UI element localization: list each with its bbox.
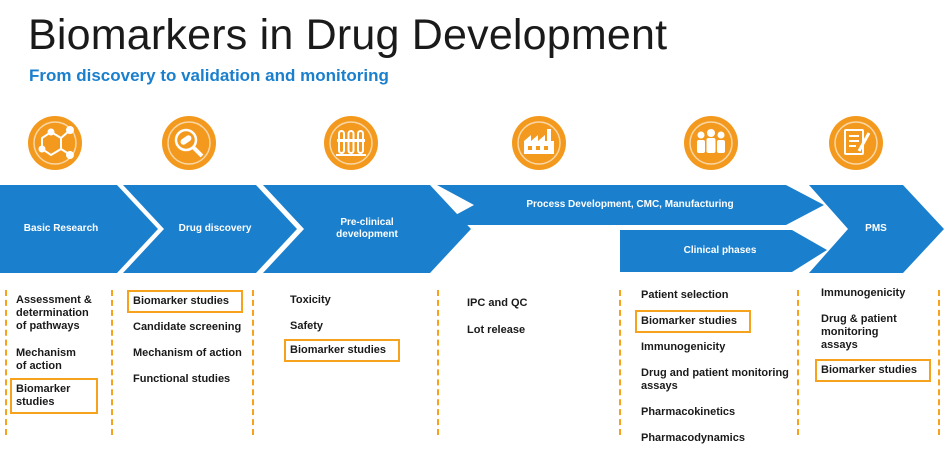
list-item: Pharmacodynamics [641, 432, 745, 444]
biomarker-highlight-box: Biomarker studies [284, 339, 400, 362]
factory-icon [524, 129, 554, 154]
column-divider [619, 290, 621, 435]
biomarker-highlight-box: Biomarker studies [10, 378, 98, 414]
stage-arrow-process-development [437, 185, 824, 225]
list-item: Safety [290, 320, 324, 332]
list-item: Functional studies [133, 373, 231, 385]
magnifier-pill-icon [174, 128, 204, 158]
checklist-icon [844, 129, 871, 155]
stage-arrow-drug-discovery [123, 185, 297, 273]
list-item: Candidate screening [133, 321, 242, 333]
page-title: Biomarkers in Drug Development [28, 11, 668, 59]
list-item: Mechanism of action [133, 347, 242, 359]
list-item: Assessment & determination of pathways [16, 294, 92, 332]
page-subtitle: From discovery to validation and monitor… [29, 66, 389, 85]
stage-label-pms: PMS [865, 223, 887, 234]
stage-label-preclinical: Pre-clinical development [336, 217, 398, 240]
stage-label-clinical-phases: Clinical phases [683, 245, 757, 256]
stage-arrow-pms [809, 185, 944, 273]
stage-arrow-basic-research [0, 185, 158, 273]
column-divider [5, 290, 7, 435]
list-item: Immunogenicity [821, 287, 906, 299]
biomarker-highlight-box: Biomarker studies [127, 290, 243, 313]
stage-label-drug-discovery: Drug discovery [178, 223, 252, 234]
biomarker-highlight-box: Biomarker studies [815, 359, 931, 382]
stage-label-basic-research: Basic Research [23, 223, 99, 234]
list-item: Drug & patient monitoring assays [821, 313, 897, 351]
stage-icons [28, 116, 883, 170]
list-item: Mechanism of action [16, 347, 76, 372]
stage-arrow-preclinical [263, 185, 471, 273]
column-divider [111, 290, 113, 435]
column-divider [252, 290, 254, 435]
list-item: IPC and QC [467, 297, 528, 309]
list-item: Pharmacokinetics [641, 406, 736, 418]
stage-arrow-clinical-phases [620, 230, 827, 272]
test-tubes-icon [336, 130, 366, 156]
list-item: Lot release [467, 324, 526, 336]
list-item: Patient selection [641, 289, 729, 301]
list-item: Drug and patient monitoring assays [641, 367, 789, 392]
list-item: Immunogenicity [641, 341, 726, 353]
stage-label-process-development: Process Development, CMC, Manufacturing [526, 199, 734, 210]
people-icon [697, 129, 725, 153]
column-divider [938, 290, 940, 435]
list-item: Toxicity [290, 294, 331, 306]
biomarker-highlight-box: Biomarker studies [635, 310, 751, 333]
column-divider [437, 290, 439, 435]
molecule-icon [38, 126, 74, 159]
column-divider [797, 290, 799, 435]
